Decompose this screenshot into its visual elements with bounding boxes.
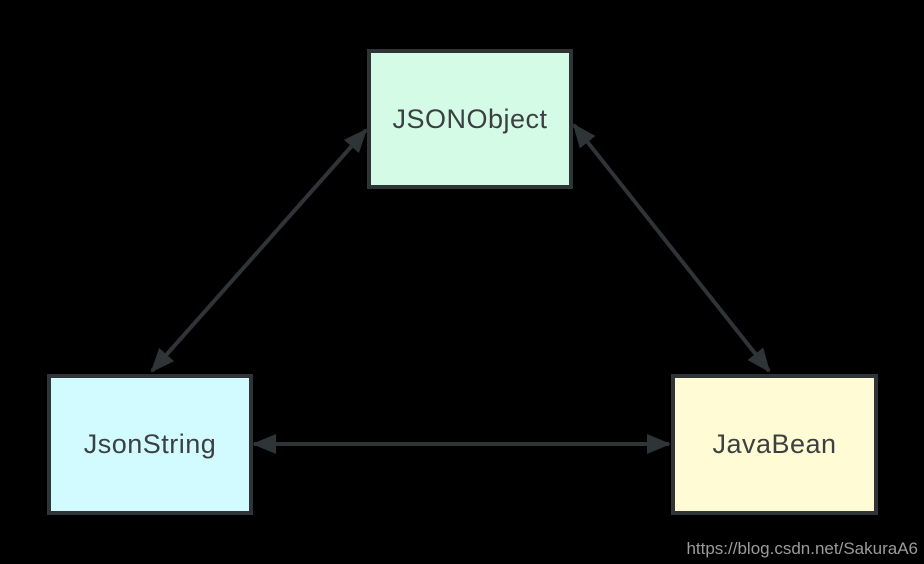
node-jsonstring-label: JsonString: [83, 429, 217, 459]
node-jsonobject-label: JSONObject: [392, 103, 548, 134]
edge-jsonobject-jsonstring: [150, 128, 368, 373]
watermark-text: https://blog.csdn.net/SakuraA6: [686, 539, 918, 558]
edge-jsonobject-javabean: [572, 123, 771, 373]
node-jsonstring: JsonString: [47, 374, 253, 515]
node-javabean: JavaBean: [671, 374, 878, 515]
node-jsonobject: JSONObject: [367, 49, 573, 189]
node-javabean-label: JavaBean: [712, 429, 837, 459]
